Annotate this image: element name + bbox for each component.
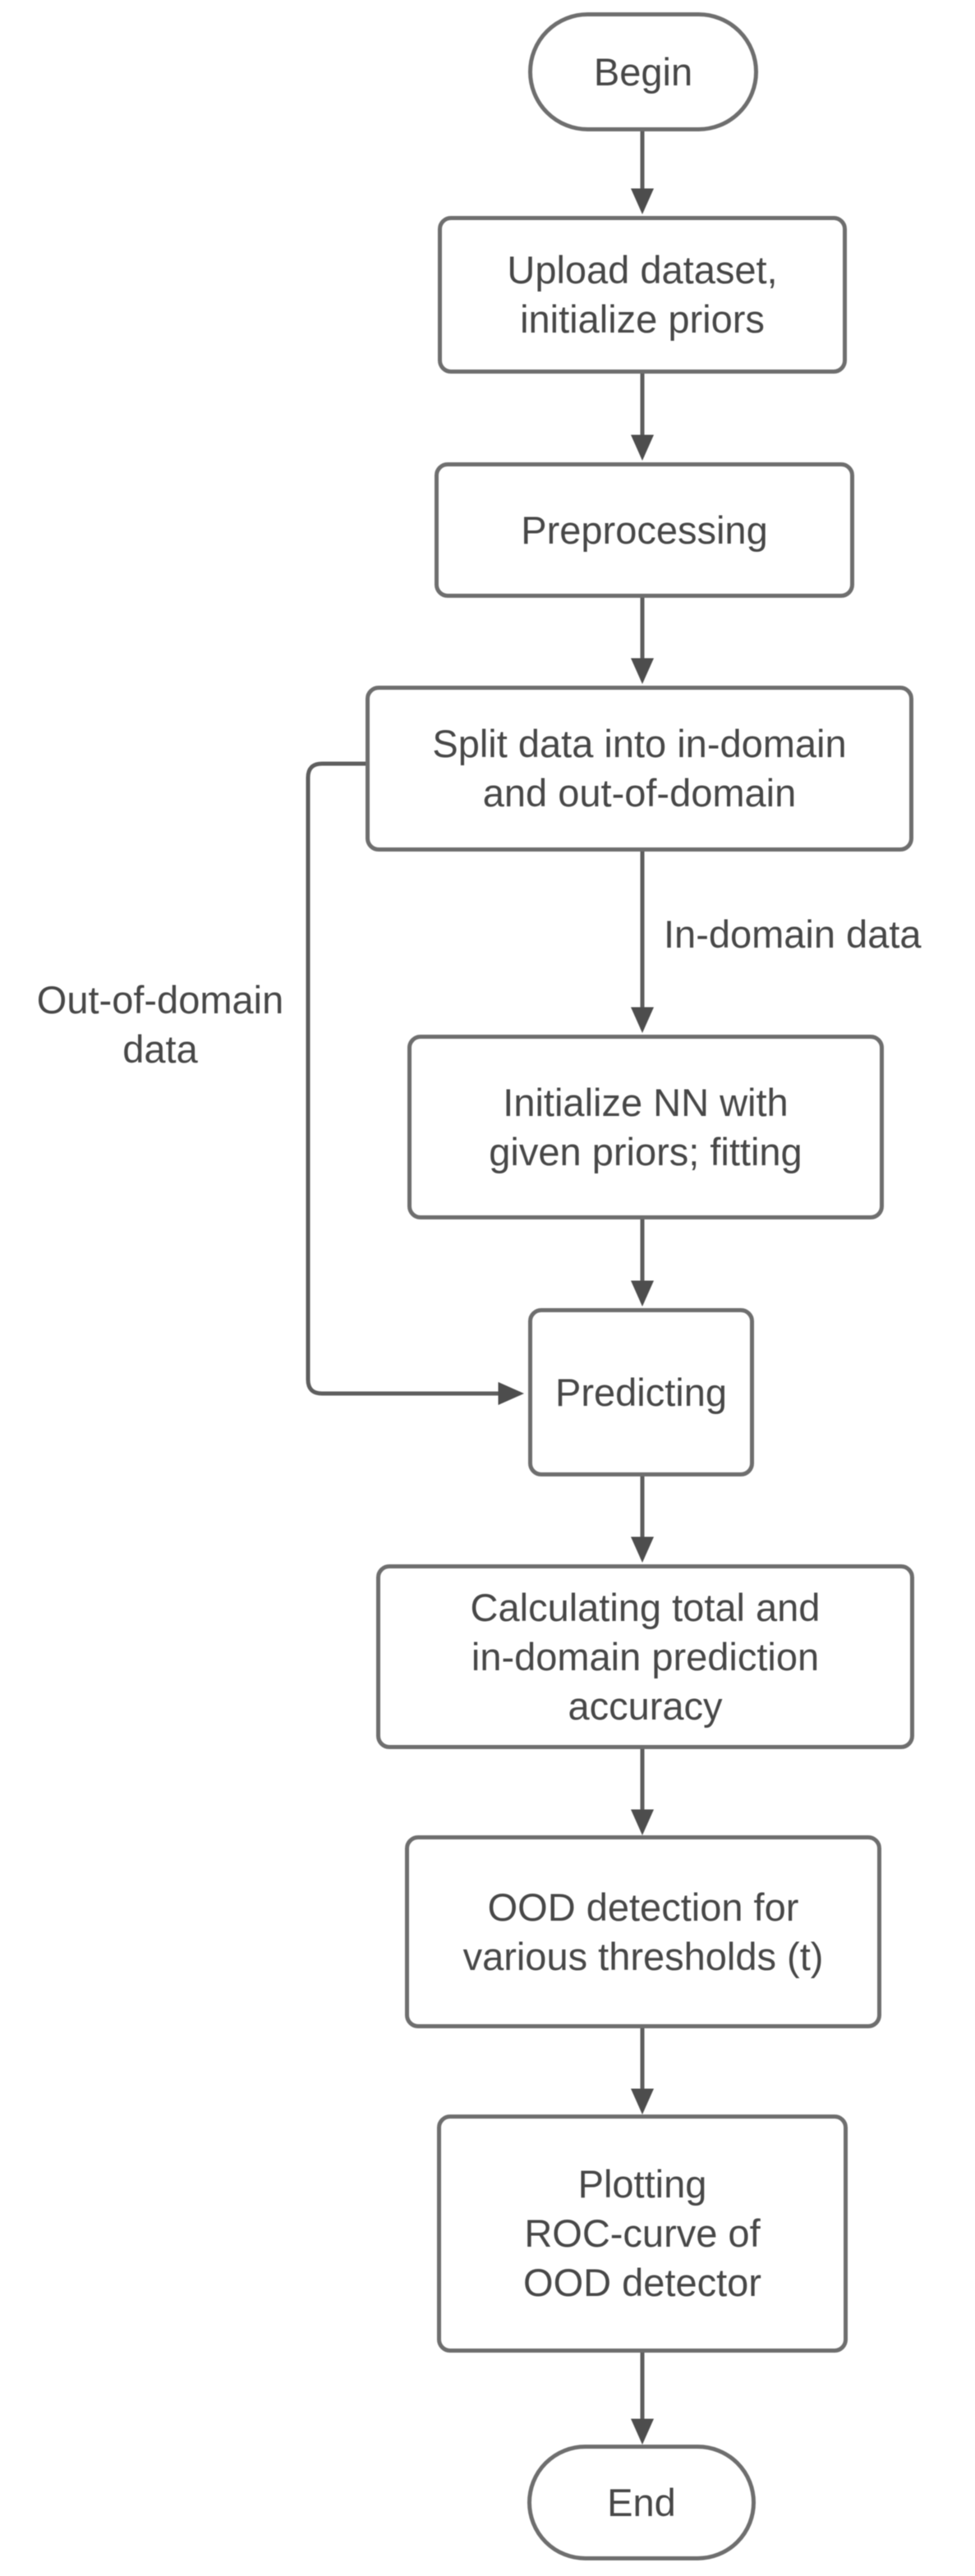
node-end-terminator: End xyxy=(527,2445,756,2560)
edge-split-to-predicting xyxy=(306,761,524,1406)
node-upload-dataset-process: Upload dataset, initialize priors xyxy=(438,216,847,374)
node-calculating-accuracy-process: Calculating total and in-domain predicti… xyxy=(376,1564,914,1749)
edge-label-out-of-domain-data: Out-of-domain data xyxy=(36,978,284,1071)
edge-label-in-domain-data: In-domain data xyxy=(664,912,922,956)
node-ood-detection-process: OOD detection for various thresholds (t) xyxy=(405,1835,881,2028)
node-plotting-roc-process: Plotting ROC-curve of OOD detector xyxy=(437,2115,848,2353)
node-begin-terminator: Begin xyxy=(528,12,758,131)
node-predicting-process: Predicting xyxy=(528,1308,754,1476)
node-split-data-process: Split data into in-domain and out-of-dom… xyxy=(366,686,913,852)
node-initialize-nn-process: Initialize NN with given priors; fitting xyxy=(407,1035,884,1219)
node-preprocessing-process: Preprocessing xyxy=(435,462,854,598)
